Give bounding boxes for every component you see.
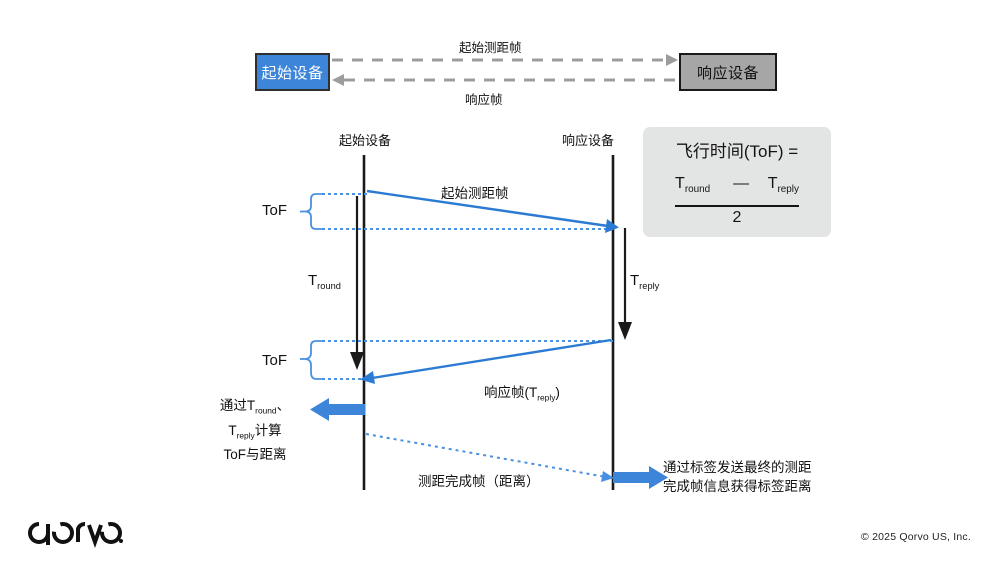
final-distance-thick-arrow [613,466,668,489]
calc-result-thick-arrow [310,398,365,421]
responder-device-box: 响应设备 [679,53,777,91]
return-arrowhead [332,74,344,86]
response-message-arrowhead [360,371,375,384]
calc-note-l2-sub: reply [236,430,255,441]
calc-note-l2b: 计算 [254,422,282,438]
initiator-device-box: 起始设备 [255,53,330,91]
response-message-line [371,338,612,380]
tof-label-bottom: ToF [262,352,288,369]
t-reply-label: Treply [630,272,659,291]
final-message-arrowhead [601,471,614,482]
calculation-note: 通过Tround、 Treply计算 ToF与距离 [196,396,314,464]
formula-fraction-bar [675,205,799,207]
poll-message-label: 起始测距帧 [441,186,509,201]
response-label-prefix: 响应帧(T [484,385,538,400]
formula-title: 飞行时间(ToF) = [675,142,799,161]
calc-note-l2a: T [228,422,237,438]
timeline-header-initiator: 起始设备 [339,133,392,148]
qorvo-logo [28,522,123,548]
formula-t-round: T [675,175,685,192]
t-round-letter: T [308,272,318,289]
calculation-note-line1: 通过Tround、 [196,396,314,421]
tof-label-top: ToF [262,202,288,219]
response-message-label: 响应帧(Treply) [484,381,560,403]
footer-copyright: © 2025 Qorvo US, Inc. [861,531,971,543]
initiator-device-label: 起始设备 [261,64,324,82]
response-label-suffix: ) [555,385,560,400]
formula-numerator: Tround — Treply [643,175,831,195]
final-message-label: 测距完成帧（距离） [418,474,540,489]
calc-note-l1b: 、 [276,398,291,413]
calc-note-l1-sub: round [255,405,277,416]
calculation-note-line3: ToF与距离 [223,447,287,463]
t-round-label: Tround [308,272,341,291]
formula-t-reply-sub: reply [777,184,799,196]
calculation-note-line2: Treply计算 [196,421,314,446]
responder-device-label: 响应设备 [696,64,759,82]
poll-message-arrowhead [605,219,619,233]
tof-top-bracket [305,193,322,230]
formula-operator: — [733,175,750,192]
forward-arrowhead [666,54,678,66]
t-round-arrowhead [350,352,364,370]
tof-formula-card: 飞行时间(ToF) = Tround — Treply 2 [643,127,831,237]
formula-t-reply: T [767,175,778,192]
t-reply-subscript: reply [639,281,660,291]
tof-bottom-bracket [305,340,322,380]
timeline-header-responder: 响应设备 [562,133,615,148]
final-note-line1: 通过标签发送最终的测距 [663,460,812,475]
final-message-dotted-line [365,433,607,478]
calc-note-l1a: 通过T [219,398,256,413]
t-round-subscript: round [317,281,341,291]
poll-message-line [366,189,609,228]
t-reply-arrowhead [618,322,632,340]
formula-denominator: 2 [732,209,742,226]
top-dashed-links [332,54,678,86]
final-distance-note: 通过标签发送最终的测距 完成帧信息获得标签距离 [663,458,903,496]
formula-t-round-sub: round [684,184,711,196]
t-reply-letter: T [630,272,640,289]
return-link-label: 响应帧 [465,93,503,107]
final-note-line2: 完成帧信息获得标签距离 [663,479,812,494]
forward-link-label: 起始测距帧 [459,41,522,55]
response-label-subscript: reply [537,392,556,403]
